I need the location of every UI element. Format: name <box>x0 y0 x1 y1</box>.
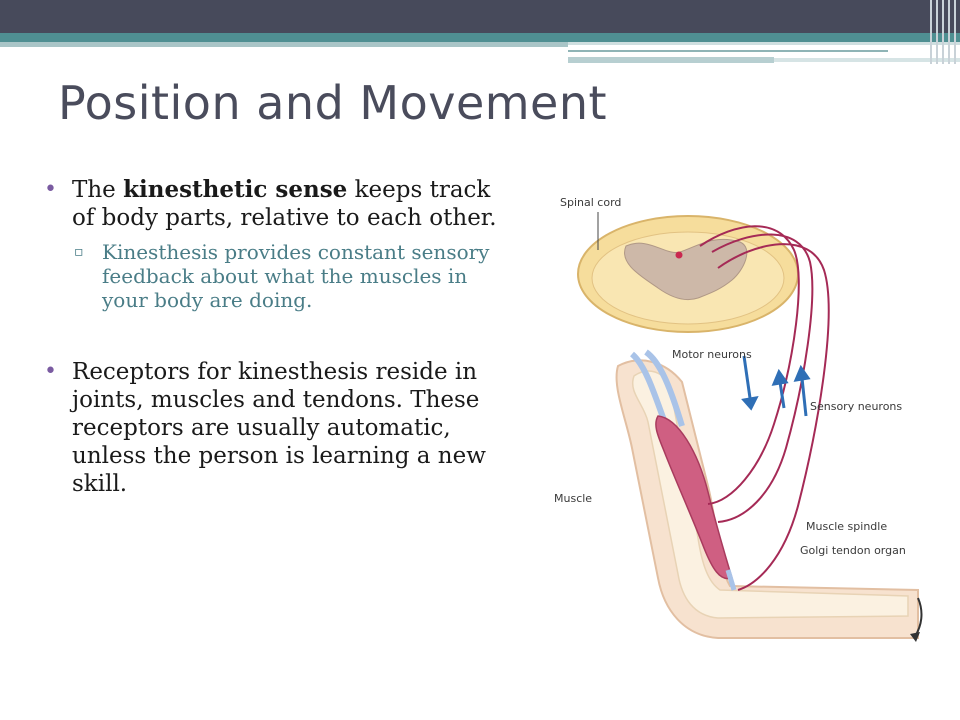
bullet-marker: • <box>44 359 57 384</box>
label-golgi-tendon-organ: Golgi tendon organ <box>800 544 906 557</box>
bullet-marker: • <box>44 177 57 202</box>
label-muscle: Muscle <box>554 492 593 505</box>
sub-bullet-text: Kinesthesis provides constant sensory fe… <box>102 240 490 312</box>
arm-shape <box>615 349 919 639</box>
sub-bullet-marker: ▫ <box>74 244 84 260</box>
header-teal-stripe <box>0 33 960 42</box>
header-accent-line <box>0 42 568 47</box>
header-accent-line <box>568 42 960 45</box>
header-band <box>0 0 960 33</box>
label-motor-neurons: Motor neurons <box>672 348 752 361</box>
header-accent-line <box>568 50 888 52</box>
sub-bullet-kinesthesis: ▫ Kinesthesis provides constant sensory … <box>44 240 514 312</box>
slide-title: Position and Movement <box>58 76 608 130</box>
bullet-receptors: • Receptors for kinesthesis reside in jo… <box>44 358 514 498</box>
header-corner-stripes <box>928 0 960 64</box>
slide-content: • The kinesthetic sense keeps track of b… <box>44 176 514 498</box>
signal-arrows <box>741 355 811 417</box>
spinal-cord-shape <box>577 212 799 333</box>
bullet-text: Receptors for kinesthesis reside in join… <box>72 359 486 497</box>
bullet-text-post: keeps track of body parts, relative to e… <box>72 177 497 231</box>
kinesthesis-diagram: Spinal cord Motor neurons Sensory neuron… <box>548 186 928 658</box>
header-accent-line <box>568 57 774 63</box>
header-accent-line <box>774 58 960 62</box>
bullet-text-bold: kinesthetic sense <box>123 176 348 203</box>
label-spinal-cord: Spinal cord <box>560 196 622 209</box>
label-muscle-spindle: Muscle spindle <box>806 520 888 533</box>
bullet-text-pre: The <box>72 177 124 203</box>
neuron-paths <box>699 225 830 591</box>
bullet-kinesthetic-sense: • The kinesthetic sense keeps track of b… <box>44 176 514 232</box>
label-sensory-neurons: Sensory neurons <box>810 400 903 413</box>
arm-spinal-cord-illustration <box>577 212 923 642</box>
